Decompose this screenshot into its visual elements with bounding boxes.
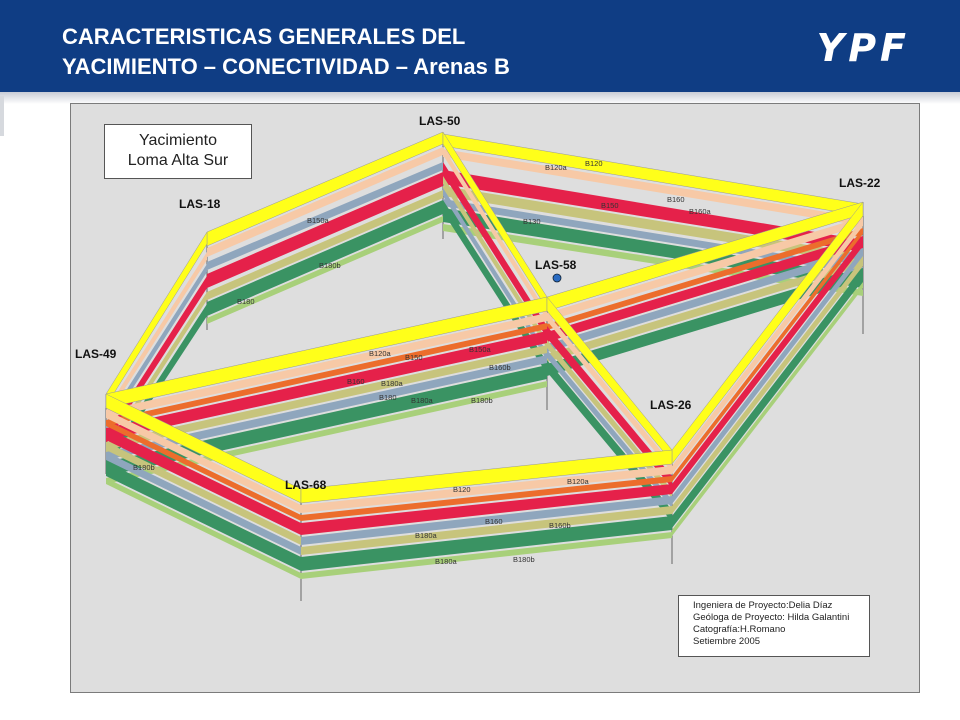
fence-diagram: LAS-50 LAS-22 LAS-18 LAS-58 LAS-49 LAS-2… [75,114,881,601]
credits-date: Setiembre 2005 [693,636,761,647]
layer-label: B180b [471,396,493,405]
layer-label: B150 [405,353,423,362]
header-shadow [0,92,960,104]
layer-label: B180 [379,393,397,402]
layer-label: B180a [411,396,434,405]
layer-label: B120a [545,163,568,172]
layer-label: B180 [237,297,255,306]
ypf-logo: YPF [816,26,910,70]
layer-label: B160b [549,521,571,530]
layer-label: B180a [435,557,458,566]
layer-label: B160 [667,195,685,204]
layer-label: B160 [485,517,503,526]
layer-label: B150 [601,201,619,210]
layer-label: B130 [523,217,541,226]
fence-las22-las26 [671,201,864,536]
layer-label: B180a [381,379,404,388]
connectivity-diagram-panel: LAS-50 LAS-22 LAS-18 LAS-58 LAS-49 LAS-2… [70,103,920,693]
well-label-las58: LAS-58 [535,258,577,272]
credits-box: Ingeniera de Proyecto:Delia Díaz Geóloga… [678,595,870,657]
layer-label: B160a [689,207,712,216]
slide-title-line-2: YACIMIENTO – CONECTIVIDAD – Arenas B [62,54,510,79]
fence-las58-las22 [546,201,864,376]
field-name-line-2: Loma Alta Sur [127,152,229,169]
layer-label: B120a [567,477,590,486]
layer-labels: B120a B120 B150 B160 B160a B130 B150a B1… [133,159,712,566]
layer-label: B150a [469,345,492,354]
fence-las18-las50 [206,131,444,324]
well-label-las18: LAS-18 [179,197,221,211]
well-label-las26: LAS-26 [650,398,692,412]
credits-cartography: Catografía:H.Romano [693,624,786,635]
well-label-las49: LAS-49 [75,347,117,361]
credits-engineer: Ingeniera de Proyecto:Delia Díaz [693,600,833,611]
layer-label: B180b [133,463,155,472]
layer-label: B180a [415,531,438,540]
fence-las49-las68 [105,393,302,579]
layer-label: B150a [307,216,330,225]
title-bar: CARACTERISTICAS GENERALES DEL YACIMIENTO… [0,0,960,92]
well-label-las22: LAS-22 [839,176,881,190]
field-name-line-1: Yacimiento [139,132,217,149]
slide-title-line-1: CARACTERISTICAS GENERALES DEL [62,24,466,49]
layer-label: B120 [585,159,603,168]
well-label-las68: LAS-68 [285,478,327,492]
field-name-box: Yacimiento Loma Alta Sur [104,124,252,179]
left-edge-mark [0,96,4,136]
fence-las68-las26 [300,449,673,579]
layer-label: B120 [453,485,471,494]
credits-geologist: Geóloga de Proyecto: Hilda Galantini [693,612,850,623]
layer-label: B180b [513,555,535,564]
layer-label: B160 [347,377,365,386]
well-las58-marker [552,273,562,283]
layer-label: B120a [369,349,392,358]
slide-title: CARACTERISTICAS GENERALES DEL YACIMIENTO… [62,22,510,82]
well-label-las50: LAS-50 [419,114,461,128]
layer-label: B180b [319,261,341,270]
layer-label: B160b [489,363,511,372]
